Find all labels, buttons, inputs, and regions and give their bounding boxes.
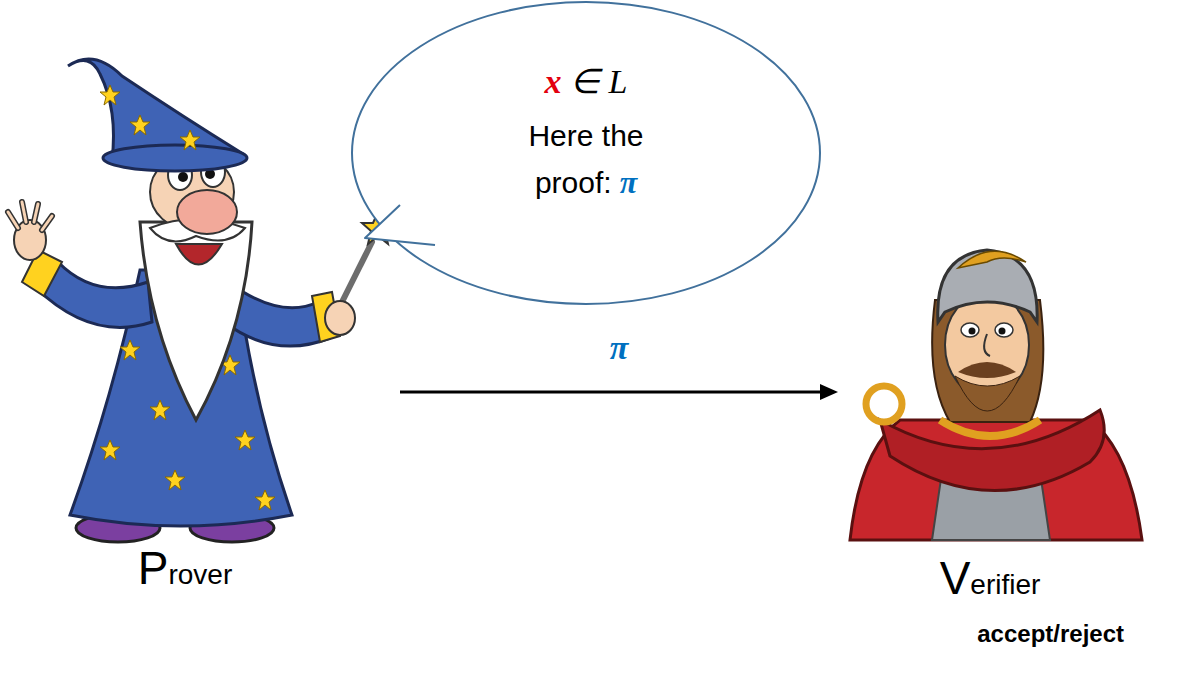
actor-node: Prover	[0, 30, 392, 600]
proof-symbol: π	[620, 158, 637, 206]
claim-text: x ∈ L	[499, 60, 674, 104]
edge-label-holder: π	[606, 329, 633, 366]
actor-label: Prover	[138, 541, 232, 596]
verdict-text: accept/reject	[977, 620, 1124, 648]
arrow-head	[820, 384, 838, 400]
bubble-outline	[350, 0, 822, 306]
arrow-line	[400, 391, 820, 394]
speech-bubble: x ∈ L Here the proof:π	[350, 0, 822, 306]
bubble-tail	[365, 205, 435, 245]
bubble-ellipse	[352, 2, 820, 304]
knight-figure	[850, 250, 1142, 540]
wizard-figure	[8, 59, 394, 542]
bubble-text-block: x ∈ L Here the proof:π	[499, 60, 674, 205]
proof-line: Here the proof:π	[499, 113, 674, 206]
actor-label: Verifier	[940, 551, 1041, 606]
edge-label: π	[606, 329, 633, 366]
arrow-connector	[400, 384, 838, 400]
actor-node: Verifier accept/reject	[838, 250, 1162, 660]
